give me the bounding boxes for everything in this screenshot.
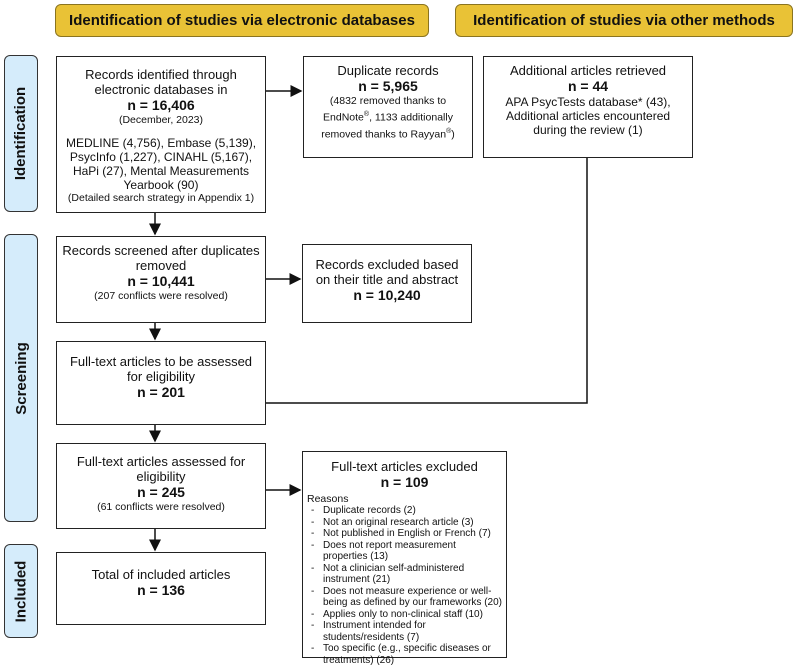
ft-excluded-count: n = 109 [380, 474, 429, 490]
fulltext-to-assess-box: Full-text articles to be assessed for el… [56, 341, 266, 425]
reasons-list: Duplicate records (2) Not an original re… [307, 505, 502, 666]
to-assess-count: n = 201 [137, 384, 185, 400]
reason-item: Duplicate records (2) [307, 505, 502, 517]
records-identified-sources: MEDLINE (4,756), Embase (5,139), PsycInf… [65, 136, 257, 192]
stage-identification: Identification [4, 55, 38, 212]
assessed-title: Full-text articles assessed for eligibil… [76, 454, 246, 484]
duplicates-note: (4832 removed thanks to EndNote®, 1133 a… [321, 95, 455, 140]
reason-item: Applies only to non-clinical staff (10) [307, 609, 502, 621]
reasons-label: Reasons [307, 493, 349, 505]
included-title: Total of included articles [91, 567, 231, 582]
excluded-title-label: Records excluded based on their title an… [315, 257, 459, 287]
fulltext-excluded-box: Full-text articles excluded n = 109 Reas… [302, 451, 507, 666]
assessed-count: n = 245 [137, 484, 185, 500]
arrow-additional-merge [155, 157, 588, 409]
reason-item: Does not measure experience or well-bein… [307, 586, 502, 609]
duplicates-title: Duplicate records [337, 63, 439, 78]
additional-articles-box: Additional articles retrieved n = 44 APA… [483, 56, 693, 158]
additional-title: Additional articles retrieved [509, 63, 667, 78]
stage-included: Included [4, 544, 38, 638]
duplicates-count: n = 5,965 [358, 78, 418, 94]
header-other-methods: Identification of studies via other meth… [455, 4, 793, 37]
excluded-title-count: n = 10,240 [353, 287, 421, 303]
reason-item: Not a clinician self-administered instru… [307, 563, 502, 586]
assessed-note: (61 conflicts were resolved) [97, 501, 225, 513]
reason-item: Not published in English or French (7) [307, 528, 502, 540]
included-box: Total of included articles n = 136 [56, 552, 266, 625]
records-identified-date: (December, 2023) [118, 114, 204, 126]
reason-item: Instrument intended for students/residen… [307, 620, 502, 643]
included-count: n = 136 [137, 582, 185, 598]
screened-box: Records screened after duplicates remove… [56, 236, 266, 323]
header-databases-label: Identification of studies via electronic… [69, 12, 415, 29]
fulltext-assessed-box: Full-text articles assessed for eligibil… [56, 443, 266, 529]
excluded-title-abstract-box: Records excluded based on their title an… [302, 244, 472, 323]
screened-count: n = 10,441 [127, 273, 195, 289]
reason-item: Not an original research article (3) [307, 517, 502, 529]
records-identified-note: (Detailed search strategy in Appendix 1) [67, 192, 255, 204]
header-other-label: Identification of studies via other meth… [473, 12, 775, 29]
stage-screening: Screening [4, 234, 38, 522]
additional-count: n = 44 [567, 78, 609, 94]
reason-item: Too specific (e.g., specific diseases or… [307, 643, 502, 666]
records-identified-title: Records identified through electronic da… [85, 67, 237, 97]
reason-item: Does not report measurement properties (… [307, 540, 502, 563]
records-identified-count: n = 16,406 [127, 97, 195, 113]
ft-excluded-title: Full-text articles excluded [331, 459, 478, 474]
header-databases: Identification of studies via electronic… [55, 4, 429, 37]
records-identified-box: Records identified through electronic da… [56, 56, 266, 213]
screened-title: Records screened after duplicates remove… [62, 243, 260, 273]
additional-note: APA PsycTests database* (43), Additional… [505, 95, 671, 137]
to-assess-title: Full-text articles to be assessed for el… [69, 354, 253, 384]
screened-note: (207 conflicts were resolved) [94, 290, 228, 302]
duplicates-box: Duplicate records n = 5,965 (4832 remove… [303, 56, 473, 158]
